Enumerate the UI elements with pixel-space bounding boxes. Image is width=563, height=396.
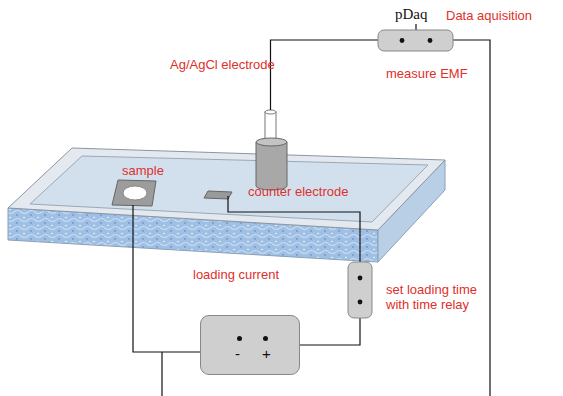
electrode-label: counter electrode (248, 184, 348, 199)
time-relay (348, 262, 372, 318)
wire-counter-to-relay (228, 196, 360, 262)
polarity-sign: - (235, 346, 240, 362)
wire-electrode-to-emf (271, 40, 379, 110)
electrode-body-top (256, 138, 287, 146)
sample-label: sample (122, 163, 164, 178)
emf-meter (378, 30, 453, 51)
relay-terminal (358, 300, 363, 305)
device-name: pDaq (395, 7, 428, 22)
power-supply: -+ (200, 315, 300, 375)
wire-relay-to-supply (300, 318, 360, 345)
terminal-dot (263, 336, 268, 341)
electrode-body (256, 142, 287, 190)
polarity-sign: + (262, 346, 271, 362)
sample-disc (123, 186, 147, 200)
terminal-dot (237, 336, 242, 341)
electrode-label: Ag/AgCl electrode (170, 57, 275, 72)
emf-terminal (428, 38, 433, 43)
wire-emf-out (453, 40, 490, 396)
meter-label: measure EMF (386, 66, 468, 81)
device-caption: Data aquisition (446, 8, 532, 23)
current-label: loading current (193, 267, 279, 282)
wire-sample-to-supply (133, 205, 200, 352)
wire-supply-down (161, 352, 162, 396)
relay-label: set loading time with time relay (386, 282, 482, 312)
sample-holder (112, 180, 156, 206)
relay-terminal (358, 276, 363, 281)
electrode-tip (265, 112, 276, 142)
emf-terminal (400, 38, 405, 43)
electrode-tip-top (265, 110, 276, 114)
tray-top-rim (8, 148, 445, 230)
